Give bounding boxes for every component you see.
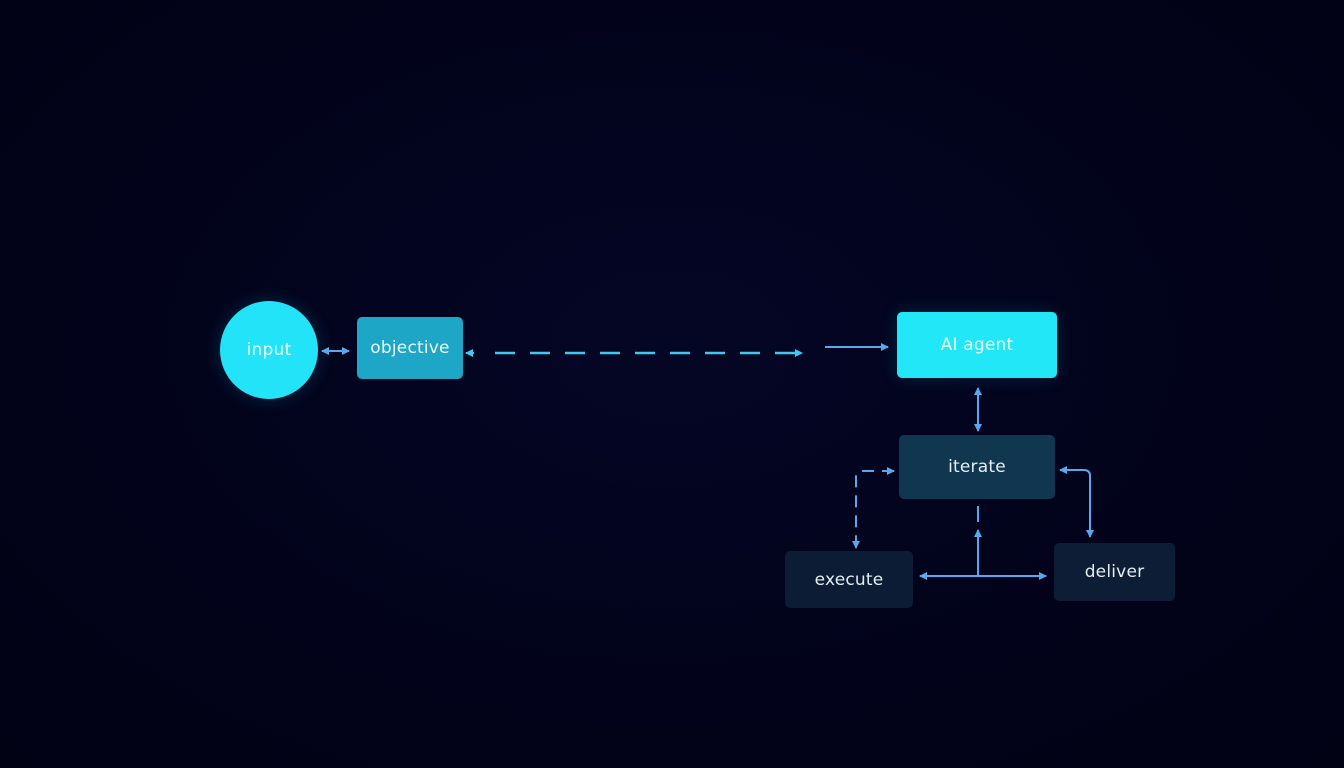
input-label: input xyxy=(246,340,292,360)
objective-label: objective xyxy=(370,338,450,358)
deliver-label: deliver xyxy=(1084,562,1145,582)
iterate-label: iterate xyxy=(948,457,1006,477)
iterate-execute-connector xyxy=(852,467,895,549)
input-node: input xyxy=(220,301,318,399)
execute-node: execute xyxy=(785,551,913,608)
execute-label: execute xyxy=(814,569,884,590)
ai-agent-label: AI agent xyxy=(940,335,1014,355)
iterate-deliver-connector xyxy=(1059,466,1094,538)
deliver-node: deliver xyxy=(1054,543,1175,601)
ai-agent-node: AI agent xyxy=(897,312,1057,378)
iterate-node: iterate xyxy=(899,435,1055,499)
objective-node: objective xyxy=(357,317,463,379)
